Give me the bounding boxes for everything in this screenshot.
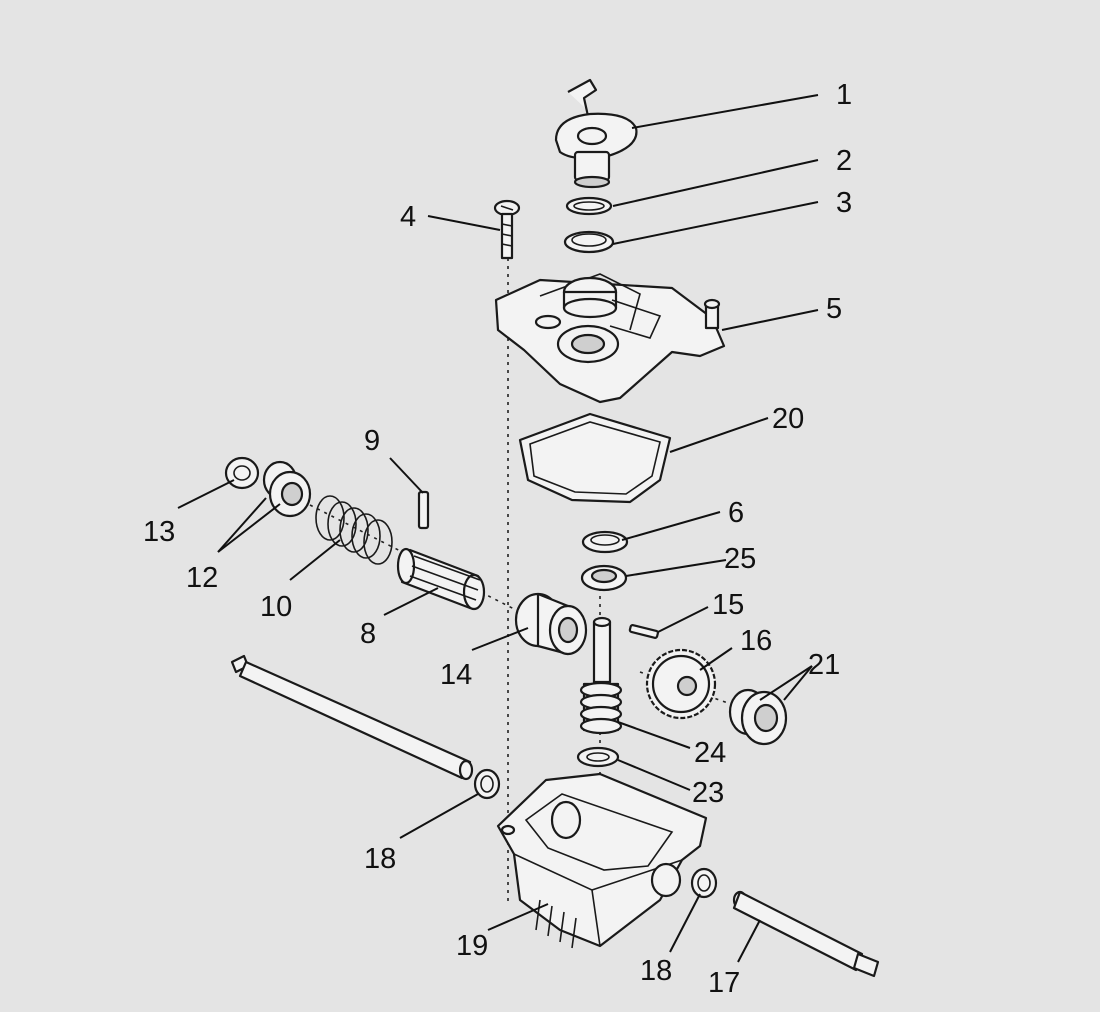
part-24-worm-shaft (579, 616, 623, 735)
callout-10: 10 (260, 591, 292, 623)
part-1-shift-lever (554, 78, 638, 189)
callout-12: 12 (186, 562, 218, 594)
callout-18-right: 18 (640, 955, 672, 987)
part-18-seal-left (473, 768, 501, 800)
part-15-key-pin (628, 624, 659, 639)
part-20-gasket (518, 412, 672, 504)
part-10-spring (315, 495, 393, 565)
callout-4: 4 (400, 201, 416, 233)
callout-25: 25 (724, 543, 756, 575)
callout-5: 5 (826, 293, 842, 325)
part-13-washer (224, 456, 260, 490)
part-6-seal (581, 530, 629, 554)
callout-24: 24 (694, 737, 726, 769)
callout-3: 3 (836, 187, 852, 219)
part-3-seal (563, 230, 615, 254)
part-14-collar (514, 592, 588, 656)
callout-2: 2 (836, 145, 852, 177)
part-17-output-shaft (732, 890, 880, 978)
callout-17: 17 (708, 967, 740, 999)
axle-shaft-left (230, 654, 474, 781)
callout-numbers: 1 2 3 4 5 20 6 25 15 16 21 24 23 9 13 12… (143, 79, 852, 999)
callout-20: 20 (772, 403, 804, 435)
callout-23: 23 (692, 777, 724, 809)
part-5-housing-cover (494, 273, 726, 404)
callout-6: 6 (728, 497, 744, 529)
part-2-snap-ring (565, 196, 613, 216)
part-25-bearing (580, 564, 628, 592)
part-18-seal-right (690, 867, 718, 899)
callout-15: 15 (712, 589, 744, 621)
part-12-bushings (262, 460, 312, 518)
callout-9: 9 (364, 425, 380, 457)
callout-8: 8 (360, 618, 376, 650)
callout-1: 1 (836, 79, 852, 111)
part-21-bushing (728, 688, 788, 746)
callout-13: 13 (143, 516, 175, 548)
part-8-splined-sleeve (396, 547, 486, 611)
callout-16: 16 (740, 625, 772, 657)
part-23-washer (576, 746, 620, 768)
callout-21: 21 (808, 649, 840, 681)
part-16-worm-gear (645, 648, 717, 720)
part-9-pin (417, 490, 430, 530)
callout-18-left: 18 (364, 843, 396, 875)
part-4-screw (493, 199, 521, 260)
part-19-gear-housing (496, 772, 708, 949)
callout-19: 19 (456, 930, 488, 962)
callout-14: 14 (440, 659, 472, 691)
leader-lines (177, 94, 819, 963)
